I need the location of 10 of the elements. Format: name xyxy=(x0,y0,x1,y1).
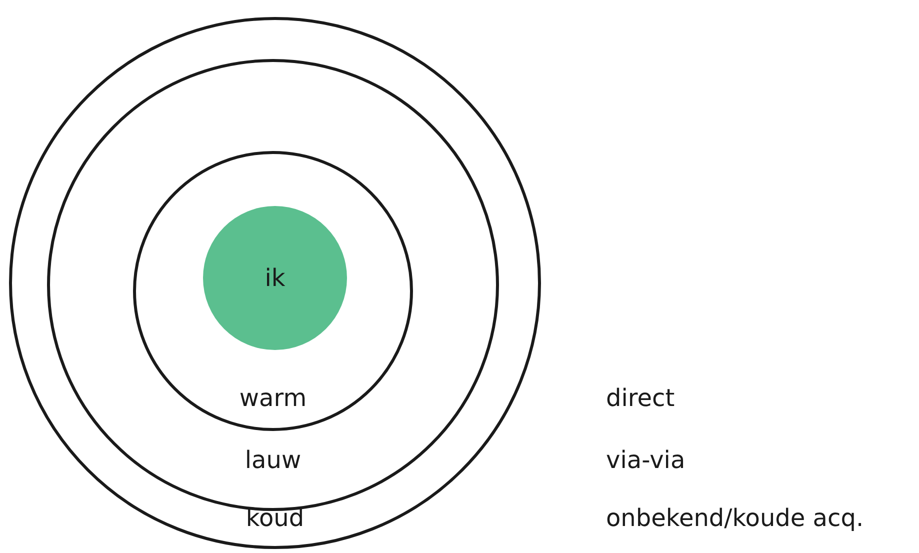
ring-description: onbekend/koude acq. xyxy=(606,504,864,532)
ring-label: lauw xyxy=(244,446,302,474)
ring-label: warm xyxy=(239,384,307,412)
middle-ring xyxy=(47,59,499,511)
ring-description: direct xyxy=(606,384,675,412)
outer-ring xyxy=(9,17,541,549)
ring-label: koud xyxy=(246,504,304,532)
inner-ring xyxy=(133,151,413,431)
ring-label: ik xyxy=(264,264,286,292)
ring-description: via-via xyxy=(606,446,686,474)
